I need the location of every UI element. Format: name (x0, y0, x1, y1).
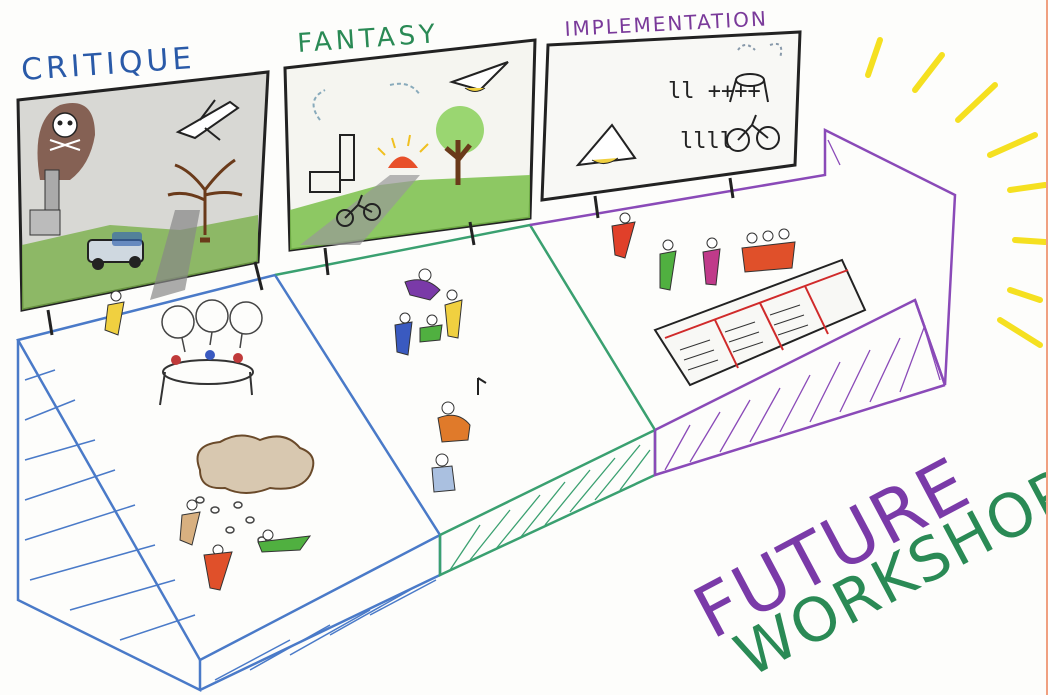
phase-label-critique: CRITIQUE (20, 41, 196, 88)
board-critique (16, 70, 270, 336)
tally-top-label: ll ++++ (668, 79, 761, 104)
plan-sheet-icon (653, 258, 867, 387)
brainstorm-people (179, 499, 312, 591)
person-yellow-critique (104, 290, 125, 336)
platform-implementation-hatch (664, 139, 941, 471)
tally-bottom-label: llll (680, 129, 733, 154)
tree-icon (436, 106, 484, 185)
airplane-icon (175, 99, 240, 141)
paper-plane-icon (575, 123, 637, 167)
factory-icon (29, 169, 61, 236)
group-of-three (741, 228, 796, 273)
bicycle-icon (336, 194, 381, 227)
platform-critique-hatch (24, 369, 437, 681)
critique-table-group (159, 350, 254, 406)
implementation-people (611, 212, 796, 291)
speech-bubbles-icon (161, 299, 263, 353)
car-icon (87, 232, 144, 270)
brainstorm-cloud-icon (195, 434, 315, 544)
paper-plane-icon (448, 61, 509, 92)
skull-icon (37, 103, 95, 180)
tree-stump-icon (729, 42, 783, 103)
fantasy-circle-people (394, 268, 463, 356)
platform-implementation (529, 127, 957, 477)
tally-icon: ll ++++ llll (668, 79, 761, 154)
platform-fantasy (274, 223, 657, 577)
musician-people (431, 377, 487, 493)
platform-fantasy-hatch (449, 444, 651, 571)
sun-icon (377, 134, 429, 168)
phase-dividers (274, 224, 656, 536)
board-fantasy (283, 38, 537, 276)
bicycle-icon (726, 114, 780, 152)
factory-icon (309, 82, 421, 193)
sun-rays-icon (865, 37, 1046, 348)
board-implementation: ll ++++ llll (540, 30, 802, 219)
dead-tree-icon (167, 158, 243, 243)
